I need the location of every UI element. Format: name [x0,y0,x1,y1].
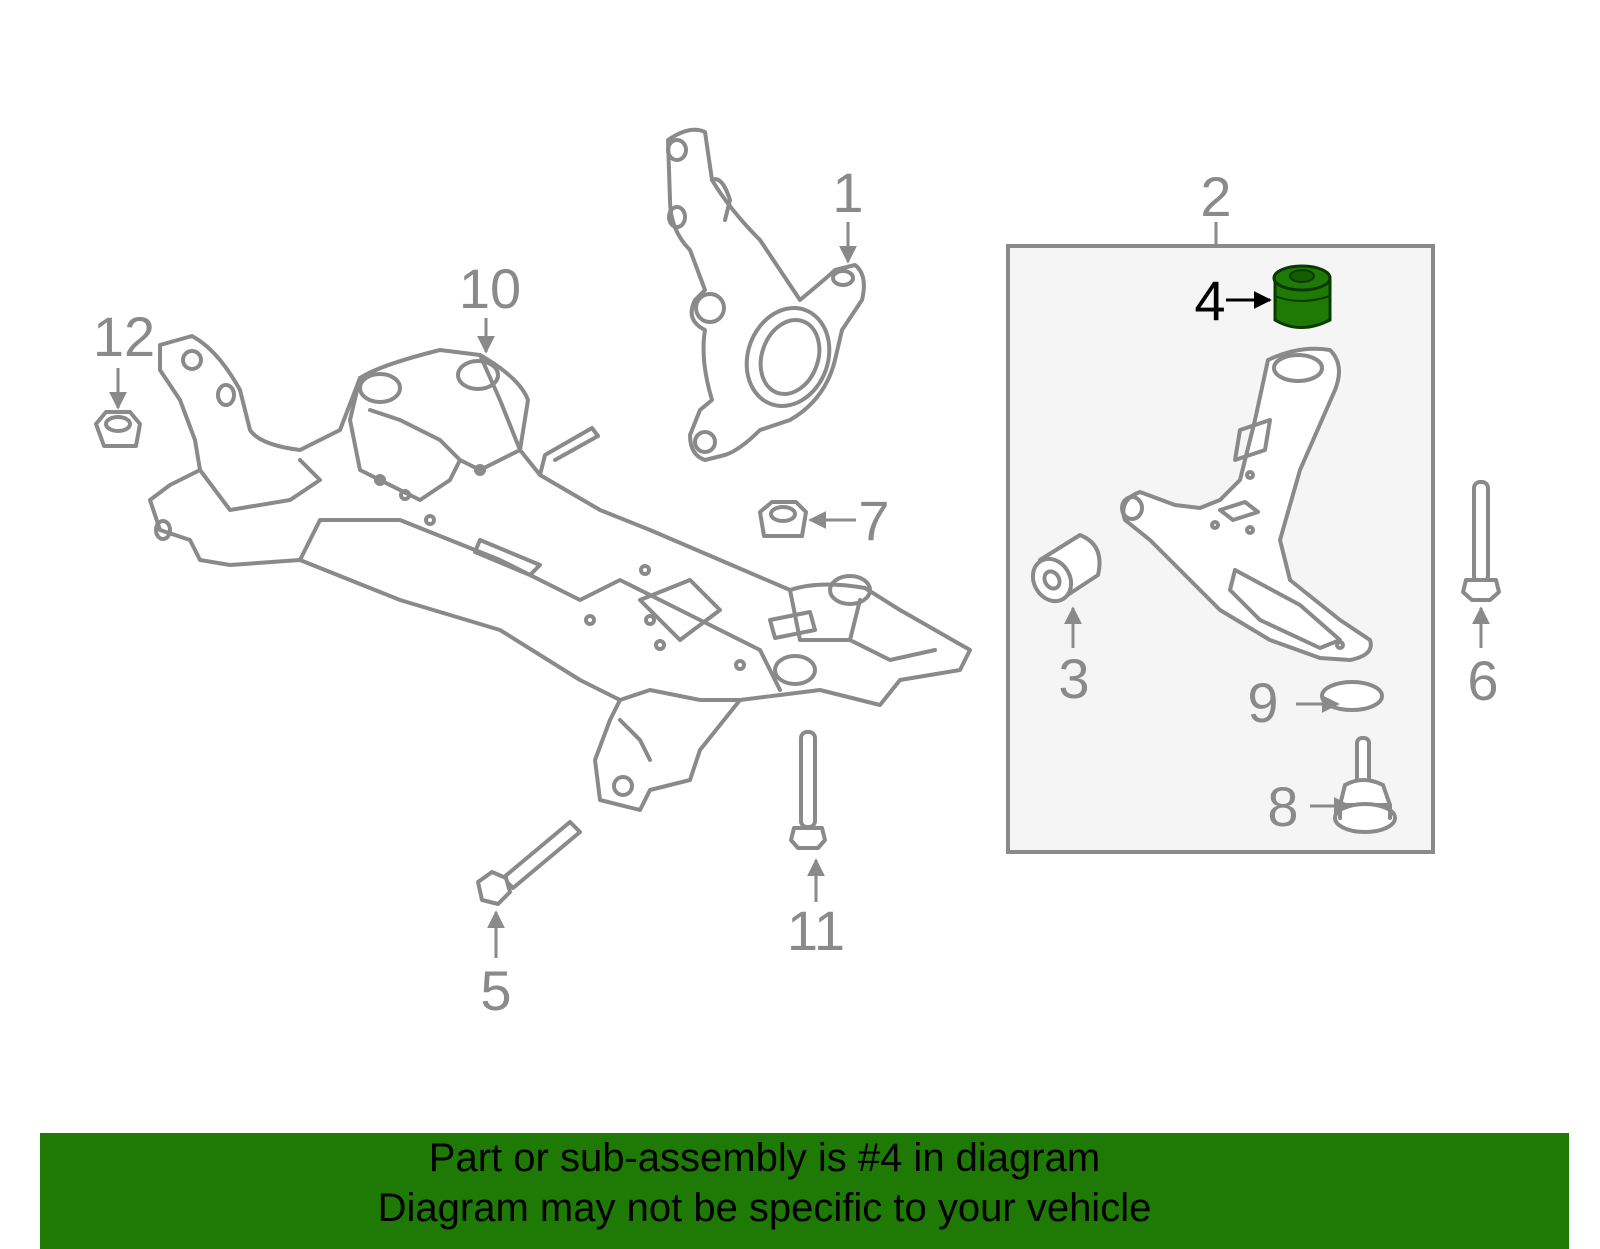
info-banner: Part or sub-assembly is #4 in diagram Di… [40,1133,1569,1249]
bolt-5 [476,820,582,906]
nut-12 [94,410,142,448]
subframe [148,334,972,812]
callout-10: 10 [459,257,521,320]
lower-control-arm [1120,346,1373,662]
callout-7: 7 [858,489,889,552]
banner-line-2: Diagram may not be specific to your vehi… [377,1186,1152,1230]
callout-6: 6 [1467,649,1498,712]
callout-9: 9 [1247,671,1278,734]
callout-11: 11 [787,899,845,962]
callout-4: 4 [1194,269,1225,332]
oring-9 [1320,680,1384,712]
steering-knuckle [666,127,866,462]
nut-7 [758,500,808,538]
callout-12: 12 [93,305,155,368]
callout-5: 5 [480,959,511,1022]
callout-1: 1 [832,161,863,224]
bushing-4-highlighted [1272,264,1332,329]
bolt-6 [1461,480,1501,602]
callout-8: 8 [1267,775,1298,838]
bushing-3 [1030,533,1102,604]
callout-3: 3 [1058,647,1089,710]
bolt-11 [789,730,827,850]
callout-2: 2 [1200,165,1231,228]
banner-line-1: Part or sub-assembly is #4 in diagram [428,1136,1101,1180]
